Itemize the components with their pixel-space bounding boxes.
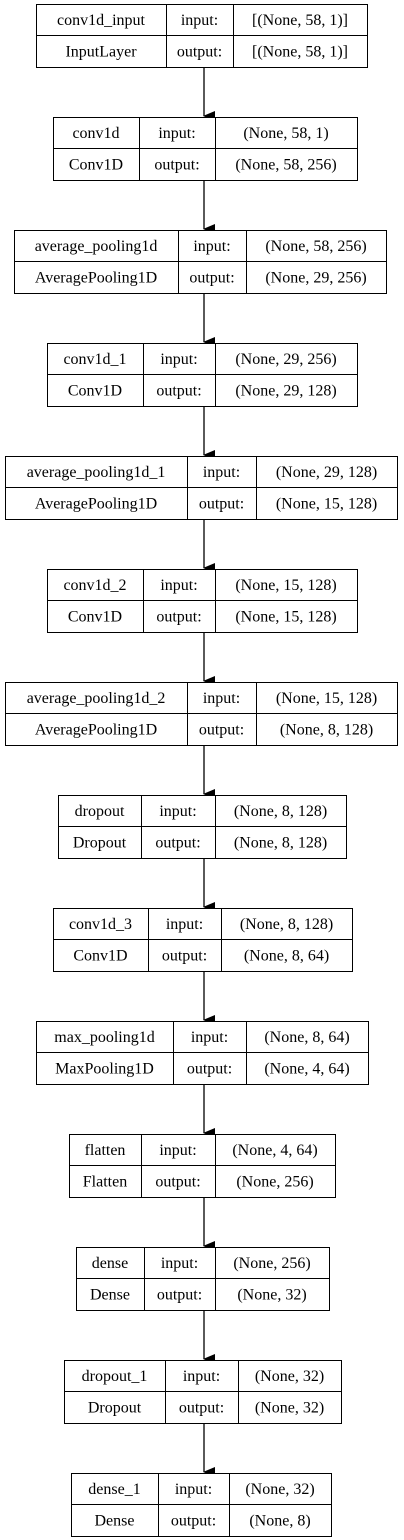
layer-name: conv1d_3 (69, 916, 132, 933)
input-label: input: (166, 916, 203, 933)
output-shape: (None, 8, 128) (234, 834, 327, 851)
output-shape: (None, 8) (249, 1512, 310, 1529)
output-shape: (None, 8, 128) (280, 721, 373, 738)
output-shape: (None, 29, 256) (265, 269, 366, 286)
layer-type: Conv1D (68, 608, 122, 625)
layer-name: average_pooling1d_1 (27, 464, 166, 481)
input-shape: [(None, 58, 1)] (252, 12, 348, 29)
output-shape: [(None, 58, 1)] (252, 43, 348, 60)
output-label: output: (155, 834, 200, 851)
input-shape: (None, 29, 256) (235, 351, 336, 368)
input-label: input: (159, 803, 196, 820)
layer-name: dropout (75, 803, 125, 820)
layer-type: MaxPooling1D (55, 1060, 154, 1077)
input-shape: (None, 29, 128) (276, 464, 377, 481)
input-shape: (None, 32) (255, 1368, 324, 1385)
output-shape: (None, 58, 256) (235, 156, 336, 173)
output-shape: (None, 4, 64) (264, 1060, 349, 1077)
output-shape: (None, 256) (236, 1173, 313, 1190)
input-label: input: (161, 1255, 198, 1272)
layer-name: max_pooling1d (54, 1029, 154, 1046)
output-label: output: (187, 1060, 232, 1077)
layer-name: dense_1 (88, 1481, 140, 1498)
input-shape: (None, 8, 128) (234, 803, 327, 820)
input-shape: (None, 8, 64) (264, 1029, 349, 1046)
input-label: input: (203, 464, 240, 481)
input-shape: (None, 256) (233, 1255, 310, 1272)
input-shape: (None, 32) (245, 1481, 314, 1498)
layer-name: dense (92, 1255, 128, 1272)
layer-type: AveragePooling1D (35, 495, 157, 512)
input-label: input: (175, 1481, 212, 1498)
input-label: input: (193, 238, 230, 255)
input-shape: (None, 8, 128) (240, 916, 333, 933)
output-label: output: (162, 947, 207, 964)
layer-type: Conv1D (73, 947, 127, 964)
layer-type: Dense (90, 1286, 130, 1303)
layer-name: average_pooling1d (35, 238, 158, 255)
input-shape: (None, 4, 64) (232, 1142, 317, 1159)
input-shape: (None, 58, 1) (243, 125, 328, 142)
layer-name: conv1d_1 (63, 351, 126, 368)
output-label: output: (177, 43, 222, 60)
input-shape: (None, 15, 128) (276, 690, 377, 707)
output-label: output: (156, 608, 201, 625)
input-label: input: (183, 1368, 220, 1385)
input-label: input: (158, 125, 195, 142)
output-label: output: (155, 1173, 200, 1190)
layer-name: average_pooling1d_2 (27, 690, 166, 707)
input-label: input: (159, 1142, 196, 1159)
layer-name: conv1d_2 (63, 577, 126, 594)
layer-name: dropout_1 (82, 1368, 148, 1385)
layer-name: conv1d_input (57, 12, 146, 29)
output-label: output: (179, 1399, 224, 1416)
output-label: output: (154, 156, 199, 173)
input-label: input: (160, 351, 197, 368)
output-shape: (None, 32) (255, 1399, 324, 1416)
output-shape: (None, 29, 128) (235, 382, 336, 399)
layer-type: Dense (95, 1512, 135, 1529)
layer-type: Dropout (88, 1399, 142, 1416)
input-label: input: (191, 1029, 228, 1046)
output-label: output: (157, 1286, 202, 1303)
output-label: output: (199, 495, 244, 512)
input-label: input: (203, 690, 240, 707)
layer-type: AveragePooling1D (35, 269, 157, 286)
layer-type: Conv1D (68, 382, 122, 399)
output-label: output: (171, 1512, 216, 1529)
layer-type: AveragePooling1D (35, 721, 157, 738)
input-label: input: (160, 577, 197, 594)
output-label: output: (199, 721, 244, 738)
output-label: output: (156, 382, 201, 399)
output-shape: (None, 15, 128) (235, 608, 336, 625)
layer-name: conv1d (72, 125, 119, 142)
output-shape: (None, 8, 64) (244, 947, 329, 964)
layer-type: Dropout (73, 834, 127, 851)
layer-name: flatten (85, 1142, 126, 1159)
output-shape: (None, 15, 128) (276, 495, 377, 512)
input-shape: (None, 58, 256) (265, 238, 366, 255)
output-shape: (None, 32) (237, 1286, 306, 1303)
layer-type: Conv1D (69, 156, 123, 173)
layer-type: InputLayer (65, 43, 137, 60)
input-shape: (None, 15, 128) (235, 577, 336, 594)
input-label: input: (181, 12, 218, 29)
output-label: output: (189, 269, 234, 286)
layer-type: Flatten (83, 1173, 127, 1190)
